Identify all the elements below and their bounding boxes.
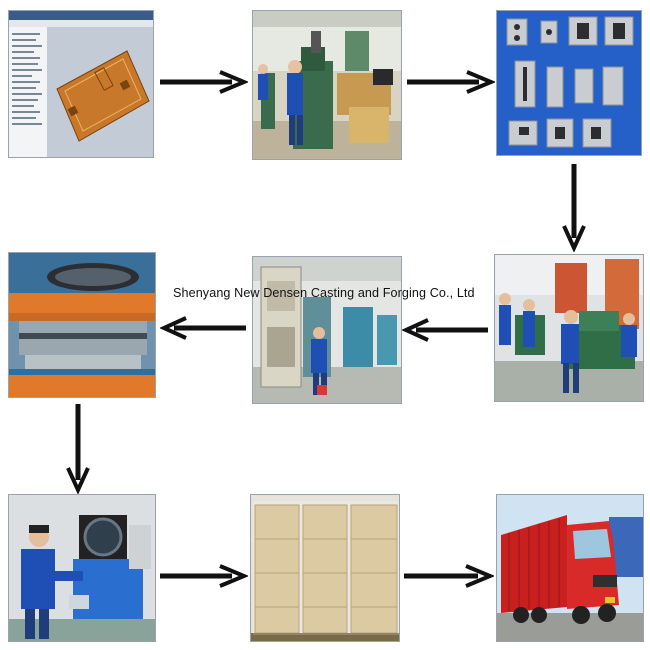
arrow-right-4 <box>402 564 496 593</box>
die-set-image <box>8 252 156 398</box>
shipping-truck-image <box>496 494 644 642</box>
arrow-right-1 <box>158 70 250 99</box>
arrow-down-1 <box>562 162 586 257</box>
arrow-right-3 <box>158 564 250 593</box>
stamping-presses-image <box>252 256 402 404</box>
arrow-down-2 <box>66 402 90 499</box>
inspection-image <box>8 494 156 642</box>
steel-parts-image <box>496 10 642 156</box>
assembly-workshop-image <box>494 254 644 402</box>
packaging-image <box>250 494 400 642</box>
machining-workshop-image <box>252 10 402 160</box>
arrow-left-1 <box>401 318 490 347</box>
company-watermark: Shenyang New Densen Casting and Forging … <box>173 286 475 300</box>
arrow-left-2 <box>159 316 248 345</box>
cad-drawing-image <box>8 10 154 158</box>
arrow-right-2 <box>405 70 497 99</box>
